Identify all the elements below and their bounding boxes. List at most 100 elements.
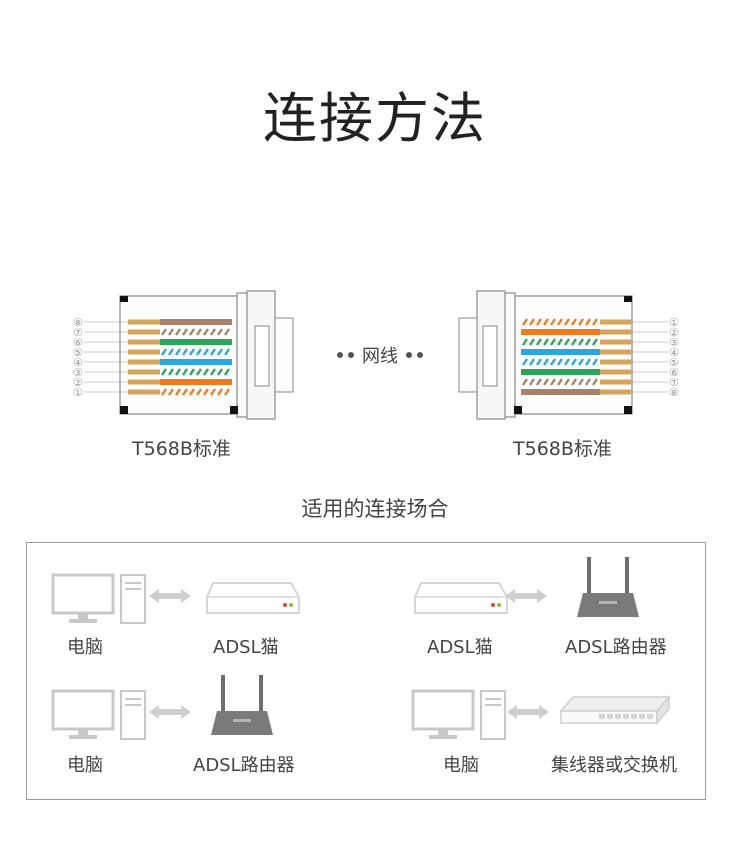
cable-label: 网线 [362, 346, 398, 367]
wire-stripe [564, 378, 570, 386]
wire-stripe [536, 358, 542, 366]
wire-stripe [550, 378, 556, 386]
wire-stripe [536, 318, 542, 326]
pin-number-4: 4 [76, 359, 81, 367]
scene4-left-label: 电脑 [443, 755, 479, 776]
double-arrow-icon [503, 587, 549, 609]
wire-stripe [585, 378, 591, 386]
wire-pin-3 [160, 369, 232, 375]
wire-pin-6 [160, 339, 232, 345]
wire-stripe [217, 368, 223, 376]
gold-contact-2 [600, 329, 631, 335]
usage-panel: 电脑 ADSL猫 ADSL猫 ADSL路由器 [26, 542, 706, 800]
double-arrow-icon [147, 703, 193, 725]
wire-stripe [564, 318, 570, 326]
scene4-right-label: 集线器或交换机 [551, 755, 677, 776]
wire-stripe [203, 328, 209, 336]
wire-pin-5 [160, 349, 232, 355]
wire-group-right [521, 318, 668, 395]
pin-circle-7 [73, 327, 83, 337]
scene2-right-label: ADSL路由器 [565, 637, 667, 658]
pin-number-4: 4 [672, 349, 677, 357]
pin-number-5: 5 [76, 349, 80, 357]
wire-stripe [571, 338, 577, 346]
wire-stripe [578, 358, 584, 366]
pin-number-8: 8 [672, 389, 676, 397]
wire-stripe [557, 378, 563, 386]
wire-stripe [564, 338, 570, 346]
gold-contact-8 [600, 389, 631, 395]
wire-stripe [585, 338, 591, 346]
pin-number-3: 3 [76, 369, 80, 377]
wire-stripe [217, 388, 223, 396]
wire-stripe [161, 328, 167, 336]
pin-circle-6 [669, 367, 679, 377]
pin-circle-1 [73, 387, 83, 397]
wire-stripe [196, 348, 202, 356]
gold-contact-3 [128, 369, 160, 375]
wire-stripe [578, 318, 584, 326]
wire-stripe [210, 348, 216, 356]
pc-icon [51, 573, 151, 629]
wire-stripe [196, 368, 202, 376]
wire-pin-1 [160, 389, 232, 395]
wire-pin-6 [521, 369, 600, 375]
wire-stripe [161, 348, 167, 356]
wire-stripe [543, 378, 549, 386]
scene1-left-label: 电脑 [67, 637, 103, 658]
wire-pin-4 [160, 359, 232, 365]
usage-title: 适用的连接场合 [301, 497, 449, 521]
gold-contact-7 [128, 329, 160, 335]
gold-contact-3 [600, 339, 631, 345]
pin-circle-1 [669, 317, 679, 327]
gold-contact-8 [128, 319, 160, 325]
dots-left [337, 352, 354, 358]
pin-number-1: 1 [672, 319, 676, 327]
wire-stripe [196, 388, 202, 396]
pin-circle-8 [73, 317, 83, 327]
wire-stripe [557, 358, 563, 366]
wire-stripe [550, 318, 556, 326]
wire-stripe [557, 318, 563, 326]
pin-number-7: 7 [76, 329, 80, 337]
wire-stripe [578, 378, 584, 386]
pin-circle-3 [669, 337, 679, 347]
gold-contact-1 [128, 389, 160, 395]
wire-stripe [175, 388, 181, 396]
pin-circle-7 [669, 377, 679, 387]
pin-circle-8 [669, 387, 679, 397]
wire-stripe [168, 328, 174, 336]
wire-stripe [168, 348, 174, 356]
wire-stripe [529, 378, 535, 386]
gold-contact-4 [600, 349, 631, 355]
wire-stripe [571, 378, 577, 386]
wire-stripe [182, 368, 188, 376]
wire-stripe [161, 368, 167, 376]
pc-icon [51, 689, 151, 745]
pin-number-1: 1 [76, 389, 80, 397]
wire-pin-7 [160, 329, 232, 335]
wire-pin-2 [160, 379, 232, 385]
pin-number-6: 6 [672, 369, 677, 377]
dots-right [406, 352, 423, 358]
scene3-right-label: ADSL路由器 [193, 755, 295, 776]
pin-number-3: 3 [672, 339, 676, 347]
wire-stripe [161, 388, 167, 396]
wire-stripe [529, 318, 535, 326]
wire-stripe [536, 338, 542, 346]
pin-number-6: 6 [76, 339, 81, 347]
wire-stripe [175, 348, 181, 356]
wire-stripe [224, 368, 230, 376]
wire-stripe [175, 328, 181, 336]
wire-stripe [543, 338, 549, 346]
wire-stripe [210, 368, 216, 376]
wire-stripe [585, 318, 591, 326]
wire-stripe [522, 318, 528, 326]
wire-stripe [168, 388, 174, 396]
wire-stripe [522, 338, 528, 346]
